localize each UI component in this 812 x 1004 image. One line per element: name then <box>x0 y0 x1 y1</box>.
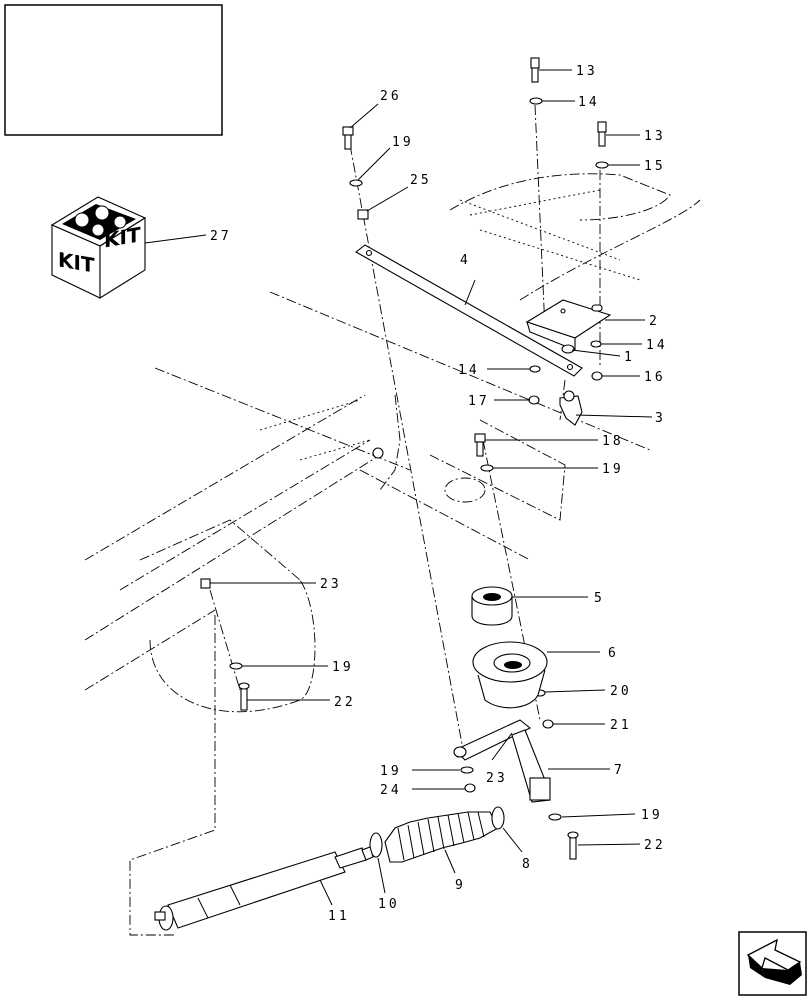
bracket-part-2 <box>525 299 612 351</box>
callout-11: 11 <box>328 909 350 924</box>
leader-lines <box>144 69 653 906</box>
lever-part-7 <box>453 719 551 803</box>
callout-13: 13 <box>576 64 598 79</box>
boot-part-9 <box>384 811 499 863</box>
callout-4: 4 <box>460 253 471 268</box>
kit-box-icon: KIT KIT <box>50 196 147 299</box>
callout-22: 22 <box>334 695 356 710</box>
callout-23: 23 <box>320 577 342 592</box>
callout-19: 19 <box>380 764 402 779</box>
callout-9: 9 <box>455 878 466 893</box>
callout-13: 13 <box>644 129 666 144</box>
callout-15: 15 <box>644 159 666 174</box>
callout-27: 27 <box>210 229 232 244</box>
clamps <box>369 806 505 858</box>
callout-24: 24 <box>380 783 402 798</box>
callout-3: 3 <box>655 411 666 426</box>
callout-8: 8 <box>522 857 533 872</box>
callout-7: 7 <box>614 763 625 778</box>
callout-18: 18 <box>602 434 624 449</box>
callout-14: 14 <box>578 95 600 110</box>
callout-14: 14 <box>458 363 480 378</box>
callout-labels: 13 14 13 15 26 19 25 27 4 2 14 1 14 16 1… <box>210 64 668 924</box>
callout-25: 25 <box>410 173 432 188</box>
callout-17: 17 <box>468 394 490 409</box>
actuator-part-11 <box>154 846 374 931</box>
fasteners <box>200 57 609 860</box>
callout-26: 26 <box>380 89 402 104</box>
bushing-part-5 <box>471 586 513 626</box>
next-page-arrow-icon[interactable] <box>738 931 807 996</box>
callout-19: 19 <box>332 660 354 675</box>
callout-5: 5 <box>594 591 605 606</box>
callout-19: 19 <box>602 462 624 477</box>
frame-outline <box>84 173 701 936</box>
callout-20: 20 <box>610 684 632 699</box>
callout-22: 22 <box>644 838 666 853</box>
callout-21: 21 <box>610 718 632 733</box>
bar-part-4 <box>355 244 583 377</box>
housing-part-6 <box>472 641 548 709</box>
callout-2: 2 <box>649 314 660 329</box>
callout-23: 23 <box>486 771 508 786</box>
callout-19: 19 <box>641 808 663 823</box>
callout-16: 16 <box>644 370 666 385</box>
title-box <box>4 4 223 136</box>
callout-14: 14 <box>646 338 668 353</box>
callout-1: 1 <box>624 350 635 365</box>
callout-6: 6 <box>608 646 619 661</box>
callout-10: 10 <box>378 897 400 912</box>
callout-19: 19 <box>392 135 414 150</box>
